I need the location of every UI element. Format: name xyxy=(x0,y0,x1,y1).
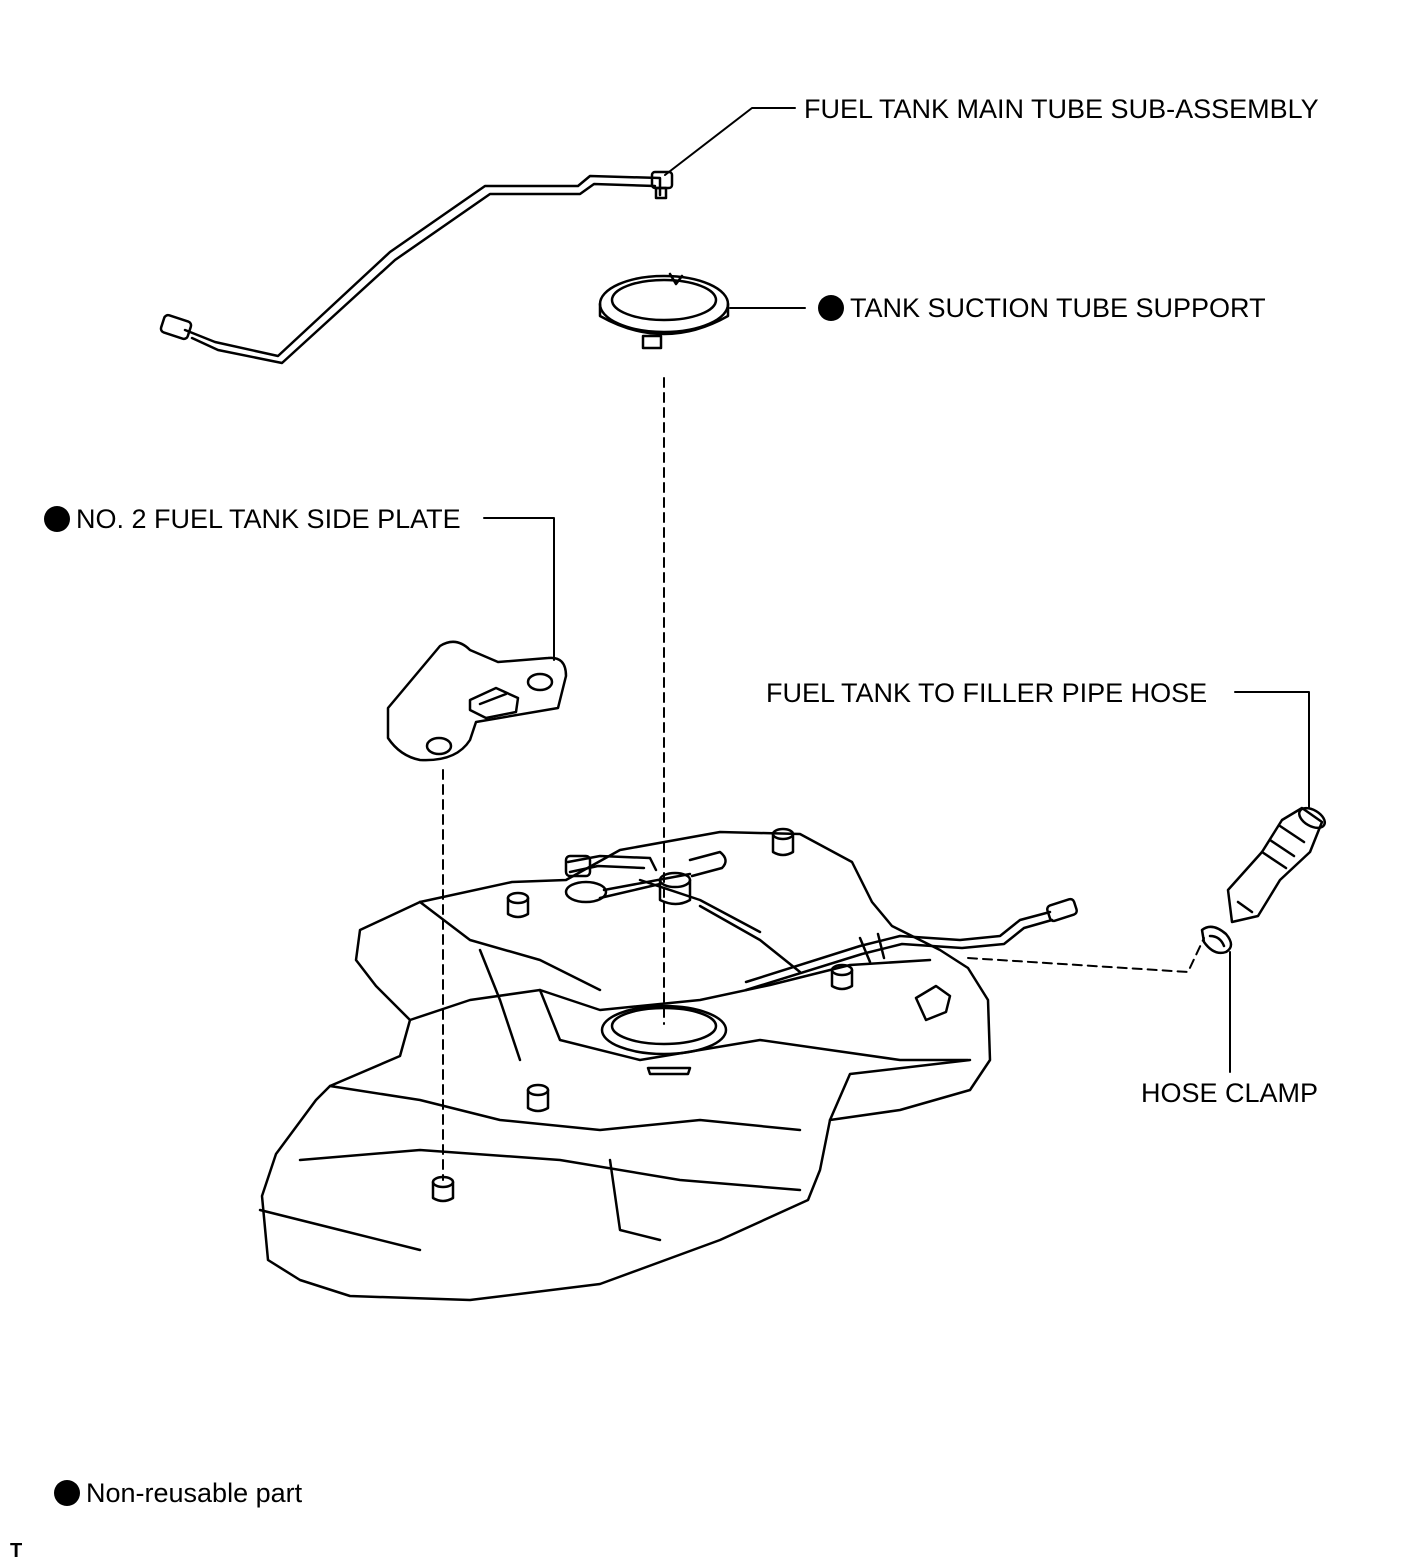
label-fuel-tank-main-tube: FUEL TANK MAIN TUBE SUB-ASSEMBLY xyxy=(804,94,1319,124)
label-hose-clamp: HOSE CLAMP xyxy=(1141,1078,1319,1108)
leader-lines xyxy=(483,107,1310,1073)
label-tank-suction-tube-support: TANK SUCTION TUBE SUPPORT xyxy=(818,295,1266,322)
fuel-tank xyxy=(258,827,1078,1302)
tank-stud xyxy=(526,1083,550,1113)
no2-fuel-tank-side-plate xyxy=(386,640,568,762)
tank-stud xyxy=(830,963,854,991)
non-reusable-marker-icon xyxy=(54,1480,80,1506)
tank-stud xyxy=(506,891,530,919)
fuel-tank-main-tube xyxy=(159,170,674,365)
corner-code: T xyxy=(10,1540,23,1562)
label-fuel-tank-to-filler-pipe-hose: FUEL TANK TO FILLER PIPE HOSE xyxy=(766,678,1208,708)
tank-stud xyxy=(771,827,795,857)
fuel-tank-to-filler-pipe-hose xyxy=(1226,806,1327,924)
non-reusable-marker-icon xyxy=(818,295,844,321)
tank-suction-tube-support xyxy=(598,272,730,350)
label-tank-suction-tube-support-text: TANK SUCTION TUBE SUPPORT xyxy=(850,293,1266,323)
label-no2-fuel-tank-side-plate-text: NO. 2 FUEL TANK SIDE PLATE xyxy=(76,504,461,534)
legend-text: Non-reusable part xyxy=(86,1478,303,1508)
label-no2-fuel-tank-side-plate: NO. 2 FUEL TANK SIDE PLATE xyxy=(44,506,461,533)
hose-clamp xyxy=(1200,925,1233,955)
legend: Non-reusable part xyxy=(54,1480,302,1507)
assembly-guide-lines xyxy=(442,377,1205,1181)
non-reusable-marker-icon xyxy=(44,506,70,532)
